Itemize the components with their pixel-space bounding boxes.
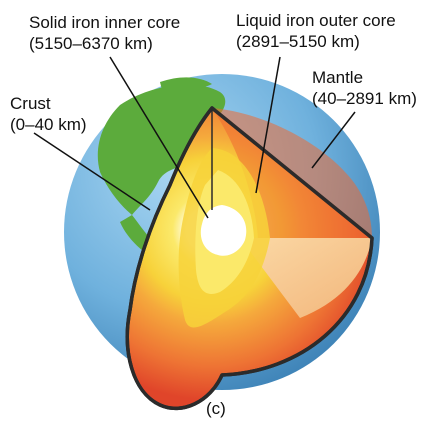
label-mantle-name: Mantle bbox=[312, 68, 364, 87]
label-outer-core-range: (2891–5150 km) bbox=[236, 32, 360, 51]
leader-mantle bbox=[311, 111, 356, 169]
label-crust: Crust (0–40 km) bbox=[10, 93, 87, 135]
cutaway-outline bbox=[125, 106, 374, 411]
landmass-arctic bbox=[160, 77, 212, 91]
label-crust-name: Crust bbox=[10, 94, 51, 113]
label-inner-core-name: Solid iron inner core bbox=[29, 13, 181, 32]
label-mantle-range: (40–2891 km) bbox=[312, 89, 417, 108]
label-crust-range: (0–40 km) bbox=[10, 115, 87, 134]
landmass-north-america bbox=[97, 84, 226, 215]
lower-cut-face bbox=[240, 238, 372, 318]
leader-crust bbox=[33, 132, 151, 211]
label-inner-core: Solid iron inner core (5150–6370 km) bbox=[29, 12, 180, 54]
leader-outer-core bbox=[255, 56, 281, 194]
label-mantle: Mantle (40–2891 km) bbox=[312, 67, 417, 109]
label-inner-core-range: (5150–6370 km) bbox=[29, 34, 153, 53]
leader-inner-core bbox=[109, 56, 209, 219]
inner-core-region bbox=[200, 205, 247, 256]
label-outer-core: Liquid iron outer core (2891–5150 km) bbox=[236, 10, 396, 52]
label-outer-core-name: Liquid iron outer core bbox=[236, 11, 396, 30]
panel-label: (c) bbox=[206, 399, 226, 418]
